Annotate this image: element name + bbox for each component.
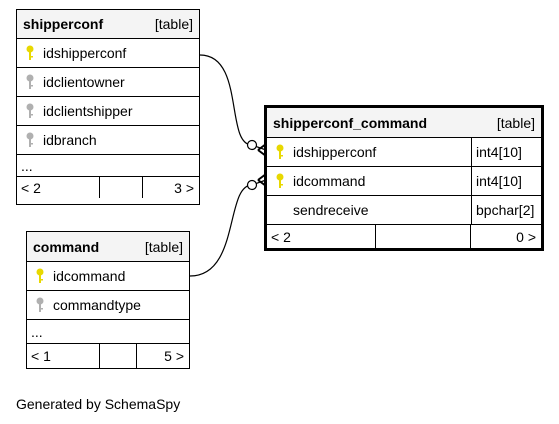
link-end-circle xyxy=(246,139,258,151)
table-shipperconf-command[interactable]: shipperconf_command [table] idshippercon… xyxy=(264,105,544,251)
column-name: idshipperconf xyxy=(293,144,377,160)
foreign-key-icon xyxy=(26,132,34,147)
table-header: shipperconf_command [table] xyxy=(267,108,541,138)
footer-left-count: < 1 xyxy=(31,348,51,364)
table-footer: < 2 3 > xyxy=(17,177,199,198)
column-row[interactable]: idclientowner xyxy=(17,68,199,97)
link-end-circle xyxy=(246,179,258,191)
column-name: idcommand xyxy=(293,173,366,189)
column-row[interactable]: commandtype xyxy=(27,291,189,320)
ellipsis: ... xyxy=(21,157,33,174)
footer-right-count: 0 > xyxy=(516,228,536,245)
column-type: bpchar[2] xyxy=(471,196,541,224)
footer-right-count: 3 > xyxy=(174,179,194,196)
ellipsis-row: ... xyxy=(27,320,189,344)
foreign-key-icon xyxy=(36,297,44,312)
link-command-idcommand xyxy=(189,179,267,277)
column-row[interactable]: sendreceive bpchar[2] xyxy=(267,196,541,225)
ellipsis-row: ... xyxy=(17,155,199,177)
primary-key-icon xyxy=(26,45,34,60)
footer-right-count: 5 > xyxy=(164,348,184,364)
table-kind: [table] xyxy=(154,16,193,32)
footer-left-count: < 2 xyxy=(21,179,41,196)
primary-key-icon xyxy=(276,144,284,159)
table-command[interactable]: command [table] idcommand commandtype ..… xyxy=(26,231,190,369)
column-name: idcommand xyxy=(53,268,126,284)
generated-by-text: Generated by SchemaSpy xyxy=(16,396,181,412)
foreign-key-icon xyxy=(26,74,34,89)
table-footer: < 2 0 > xyxy=(267,225,541,248)
table-name: shipperconf_command xyxy=(273,114,428,131)
table-header: shipperconf [table] xyxy=(17,10,199,39)
primary-key-icon xyxy=(36,268,44,283)
footer-left-count: < 2 xyxy=(271,228,291,245)
foreign-key-icon xyxy=(26,103,34,118)
link-shipperconf-idshipperconf xyxy=(199,54,267,151)
primary-key-icon xyxy=(276,173,284,188)
column-name: idclientowner xyxy=(43,74,125,90)
column-type: int4[10] xyxy=(471,138,541,166)
column-row[interactable]: idcommand xyxy=(27,262,189,291)
column-row[interactable]: idshipperconf xyxy=(17,39,199,68)
column-name: idclientshipper xyxy=(43,103,133,119)
column-row[interactable]: idbranch xyxy=(17,126,199,155)
table-shipperconf[interactable]: shipperconf [table] idshipperconf idclie… xyxy=(16,9,200,205)
table-footer: < 1 5 > xyxy=(27,344,189,368)
table-name: shipperconf xyxy=(23,16,104,32)
table-kind: [table] xyxy=(144,238,183,255)
column-name: sendreceive xyxy=(293,202,369,218)
column-row[interactable]: idclientshipper xyxy=(17,97,199,126)
column-name: idbranch xyxy=(43,132,97,148)
table-header: command [table] xyxy=(27,232,189,262)
ellipsis: ... xyxy=(31,323,43,340)
column-name: commandtype xyxy=(53,297,141,313)
column-name: idshipperconf xyxy=(43,45,127,61)
column-row[interactable]: idcommand int4[10] xyxy=(267,167,541,196)
table-kind: [table] xyxy=(496,114,535,131)
column-row[interactable]: idshipperconf int4[10] xyxy=(267,138,541,167)
table-name: command xyxy=(33,238,100,255)
column-type: int4[10] xyxy=(471,167,541,195)
